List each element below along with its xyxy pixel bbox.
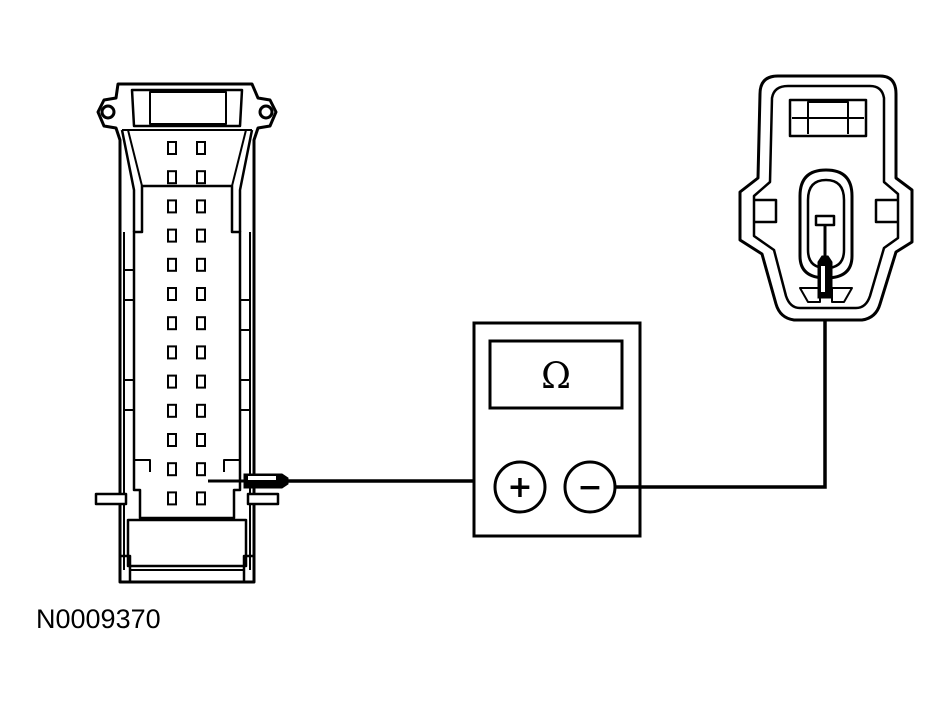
pin-socket: [196, 228, 206, 243]
ohm-symbol: Ω: [541, 356, 571, 397]
pin-socket: [167, 170, 177, 185]
pin-socket: [167, 316, 177, 331]
pin-socket: [196, 316, 206, 331]
pin-socket: [167, 141, 177, 155]
negative-test-lead: [615, 298, 827, 489]
ohmmeter-display: [488, 339, 624, 410]
test-probe: [208, 473, 289, 489]
pin-socket: [196, 462, 206, 477]
pin-socket: [167, 257, 177, 272]
pin-socket: [167, 345, 177, 360]
positive-terminal: [493, 460, 547, 514]
pin-socket: [167, 462, 177, 477]
pin-socket: [196, 491, 206, 506]
pin-socket: [167, 199, 177, 214]
pin-socket: [196, 374, 206, 389]
plus-sign: +: [507, 470, 532, 505]
ohmmeter: Ω + −: [472, 321, 642, 538]
pin-socket: [196, 199, 206, 214]
pin-socket: [167, 287, 177, 301]
pin-socket: [196, 257, 206, 272]
pin-socket: [196, 403, 206, 418]
pin-socket: [167, 374, 177, 389]
pin-socket: [196, 433, 206, 447]
pin-socket: [167, 228, 177, 243]
sensor-connector: [738, 74, 914, 322]
pin-socket: [196, 141, 206, 155]
figure-id: N0009370: [36, 604, 161, 634]
connector-pin-grid: [167, 141, 206, 506]
minus-sign: −: [577, 470, 602, 505]
pin-socket: [167, 433, 177, 447]
pin-socket: [196, 170, 206, 185]
pin-socket: [196, 345, 206, 360]
sensor-test-probe: [817, 225, 833, 299]
pin-socket: [196, 287, 206, 301]
pin-socket: [167, 491, 177, 506]
multi-pin-connector: [94, 82, 280, 584]
pin-socket: [167, 403, 177, 418]
